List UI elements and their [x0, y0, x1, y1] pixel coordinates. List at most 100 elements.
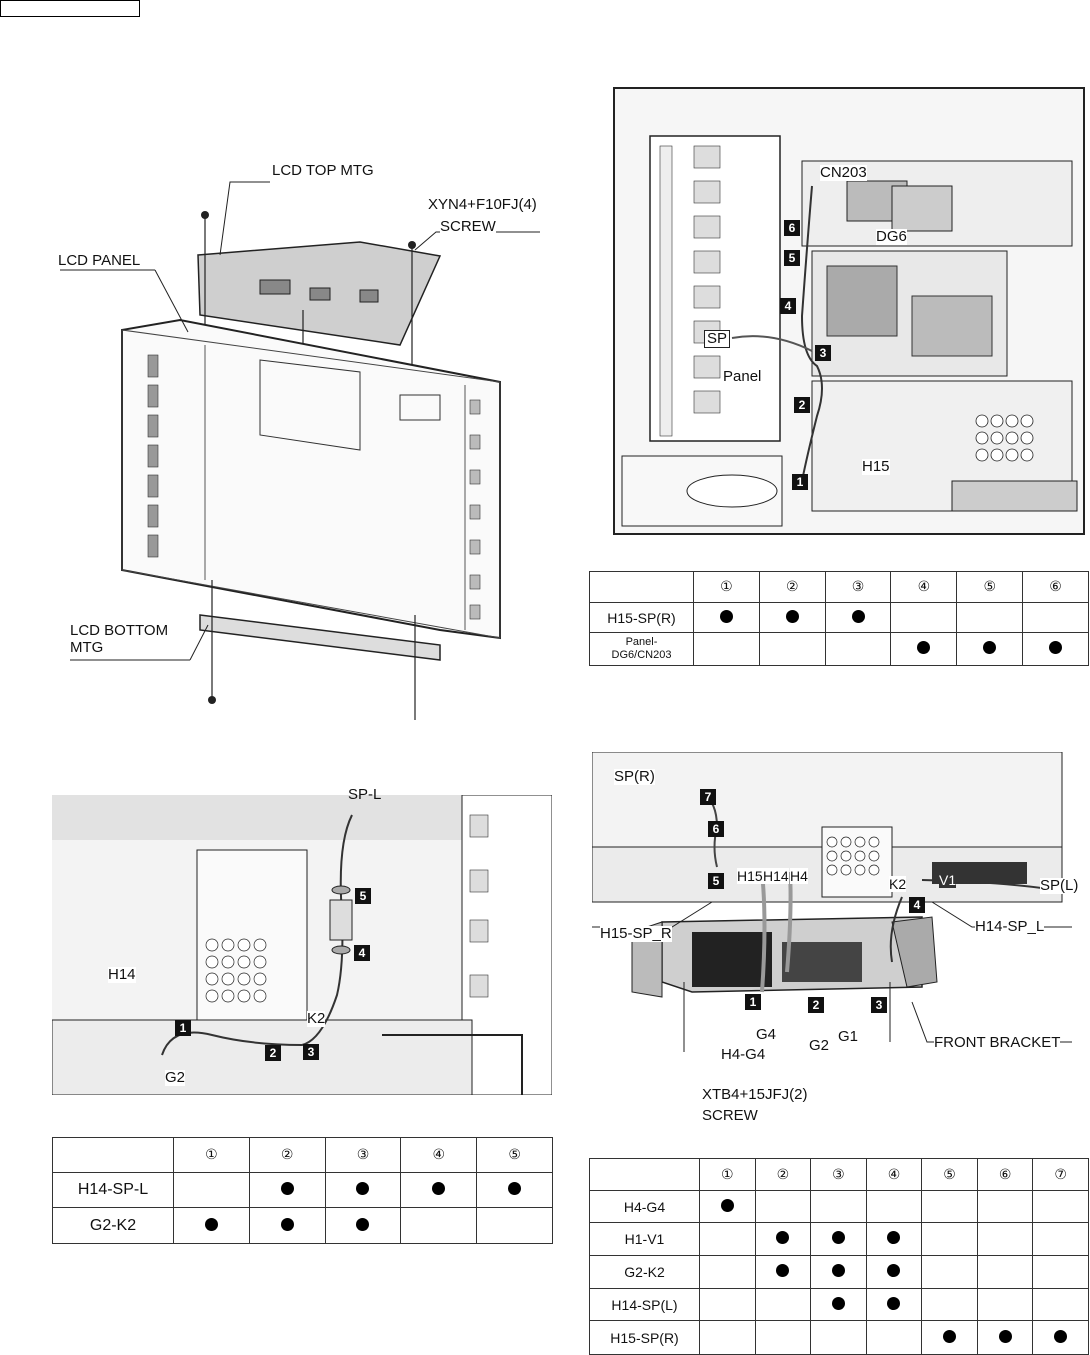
check-dot [1054, 1329, 1068, 1343]
table-cell [173, 1207, 250, 1244]
badge-2: 2 [794, 397, 810, 413]
table-cell [810, 1320, 867, 1355]
table-cell [248, 1172, 326, 1208]
badge-3: 3 [815, 345, 831, 361]
col-header: ⑤ [921, 1158, 978, 1191]
row-name: H14-SP-L [52, 1172, 174, 1208]
rear-view-h15-figure [613, 87, 1085, 535]
col-header: ③ [810, 1158, 867, 1191]
badge-6: 6 [708, 821, 724, 837]
col-header: ⑥ [976, 1158, 1034, 1191]
table-cell [810, 1288, 867, 1321]
check-dot [831, 1264, 845, 1277]
table-cell [1022, 632, 1089, 666]
table-cell [865, 1190, 923, 1223]
col-header: ② [248, 1137, 326, 1173]
row-name: Panel- DG6/CN203 [589, 632, 694, 666]
label-screw-code: XYN4+F10FJ(4) [428, 196, 537, 213]
row-name: H15-SP(R) [589, 602, 694, 633]
table-cell [754, 1222, 812, 1256]
table-cell [476, 1207, 553, 1244]
badge-1: 1 [175, 1020, 191, 1036]
check-dot [280, 1217, 294, 1231]
row-name: G2-K2 [589, 1255, 700, 1289]
col-header: ④ [890, 571, 958, 603]
table-cell [693, 632, 760, 666]
table-cell [400, 1172, 478, 1208]
table-cell [810, 1190, 867, 1223]
wiring-table-front-bracket: ① ② ③ ④ ⑤ ⑥ ⑦ H4-G4 H1-V1 G2-K2 H14-SP(L… [589, 1158, 1089, 1355]
row-name: H1-V1 [589, 1222, 700, 1256]
row-name-line1: Panel- [625, 636, 658, 648]
label-h4-g4: H4-G4 [721, 1046, 766, 1063]
table-cell [754, 1255, 812, 1289]
row-name: H14-SP(L) [589, 1288, 700, 1321]
table-cell [173, 1172, 250, 1208]
label-g4: G4 [756, 1026, 777, 1043]
check-dot [917, 641, 931, 654]
table-cell [754, 1190, 812, 1223]
label-lcd-panel: LCD PANEL [58, 252, 141, 269]
check-dot [776, 1264, 790, 1277]
label-h14-sp-l: H14-SP_L [975, 918, 1045, 935]
table-cell [699, 1255, 756, 1289]
check-dot [720, 1198, 734, 1212]
check-dot [887, 1231, 901, 1244]
table-cell [956, 632, 1024, 666]
col-header: ③ [324, 1137, 402, 1173]
badge-5: 5 [355, 888, 371, 904]
badge-4: 4 [780, 298, 796, 314]
check-dot [280, 1182, 294, 1195]
table-cell [865, 1222, 923, 1256]
table-cell [758, 632, 826, 666]
table-cell [400, 1207, 478, 1244]
check-dot [204, 1217, 218, 1231]
badge-5: 5 [708, 873, 724, 889]
table-cell [754, 1320, 812, 1355]
front-bracket-figure [592, 752, 1072, 1052]
label-g1: G1 [838, 1028, 859, 1045]
table-cell [699, 1320, 756, 1355]
col-header: ② [754, 1158, 812, 1191]
badge-3: 3 [303, 1044, 319, 1060]
check-dot [432, 1182, 446, 1195]
check-dot [851, 609, 865, 623]
label-panel: Panel [723, 368, 762, 385]
table-cell [921, 1255, 978, 1289]
label-sp-l: SP(L) [1040, 877, 1079, 894]
wiring-table-h14: ① ② ③ ④ ⑤ H14-SP-L G2-K2 [52, 1137, 553, 1244]
table-cell [824, 602, 892, 633]
badge-2: 2 [808, 997, 824, 1013]
table-cell [324, 1172, 402, 1208]
badge-4: 4 [354, 945, 370, 961]
col-header: ⑥ [1022, 571, 1089, 603]
row-name-line2: DG6/CN203 [611, 649, 672, 661]
table-cell [890, 602, 958, 633]
table-corner [589, 571, 694, 603]
check-dot [776, 1231, 790, 1244]
table-cell [1032, 1320, 1089, 1355]
col-header: ① [693, 571, 760, 603]
check-dot [719, 609, 733, 623]
table-cell [921, 1288, 978, 1321]
table-cell [865, 1320, 923, 1355]
label-k2: K2 [889, 876, 907, 892]
label-screw-code: XTB4+15JFJ(2) [702, 1086, 808, 1103]
label-lcd-bottom-mtg-line1: LCD BOTTOM [70, 622, 169, 639]
table-corner [589, 1158, 700, 1191]
badge-2: 2 [265, 1045, 281, 1061]
table-cell [324, 1207, 402, 1244]
label-v1: V1 [939, 872, 957, 888]
table-cell [824, 632, 892, 666]
label-sp: SP [704, 330, 731, 348]
badge-1: 1 [745, 994, 761, 1010]
label-lcd-bottom-mtg-line2: MTG [70, 639, 104, 656]
table-cell [976, 1190, 1034, 1223]
badge-5: 5 [784, 250, 800, 266]
check-dot [998, 1329, 1012, 1343]
table-cell [758, 602, 826, 633]
label-k2: K2 [307, 1010, 326, 1027]
label-sp-l: SP-L [348, 786, 382, 803]
label-h15-sp-r: H15-SP_R [600, 925, 672, 942]
badge-1: 1 [792, 474, 808, 490]
